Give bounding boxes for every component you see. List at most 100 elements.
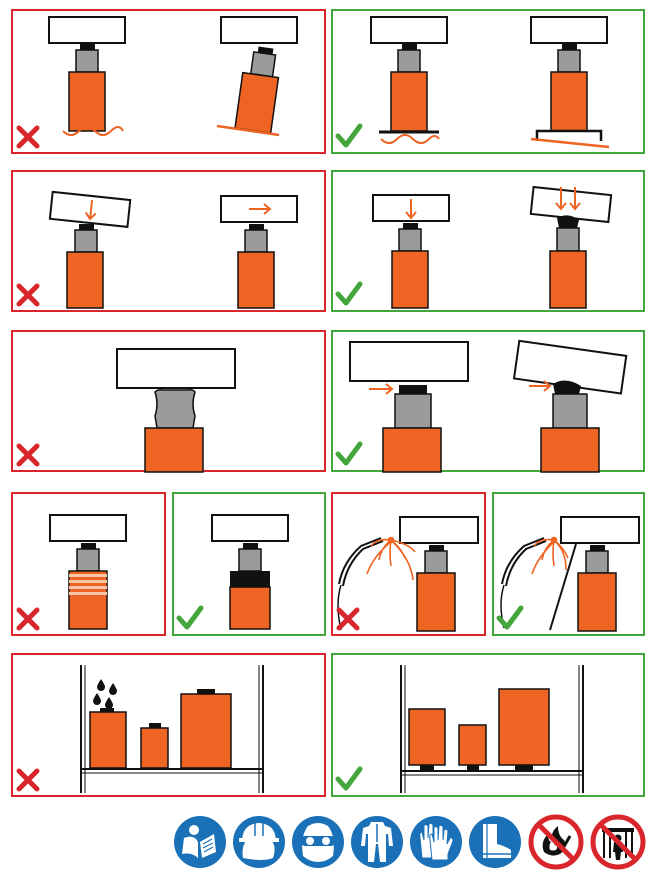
- load-block: [211, 514, 289, 542]
- wrong-cross-icon: [16, 768, 40, 792]
- stored-cylinder: [498, 688, 550, 766]
- force-arrow: [84, 199, 97, 221]
- panel-uneven-ground-right: [331, 9, 645, 154]
- load-block: [220, 16, 298, 44]
- cylinder-body: [416, 572, 456, 632]
- right-check-icon: [335, 123, 363, 148]
- overextension-stripes: [69, 574, 107, 595]
- cylinder-body: [66, 251, 104, 309]
- saddle: [429, 545, 444, 551]
- saddle: [403, 223, 418, 229]
- panel-welding-wrong: [331, 492, 486, 636]
- saddle: [79, 224, 94, 230]
- read-manual-icon: [174, 816, 226, 868]
- right-check-icon: [335, 766, 363, 791]
- cylinder-cap: [467, 765, 479, 771]
- tilt-saddle: [553, 380, 581, 394]
- right-check-icon: [176, 605, 204, 630]
- sloped-ground: [530, 137, 610, 149]
- cylinder-body: [234, 71, 280, 134]
- cylinder-body: [68, 570, 108, 630]
- saddle: [249, 224, 264, 230]
- no-fire-icon: [528, 814, 584, 870]
- panel-welding-right: [492, 492, 645, 636]
- plunger: [394, 393, 432, 429]
- panel-plunger-contact-right: [331, 330, 645, 473]
- saddle: [590, 545, 605, 551]
- cylinder-body: [549, 250, 587, 309]
- spark-icon: [531, 536, 569, 575]
- centering-arrow: [529, 380, 552, 392]
- wrong-cross-icon: [16, 125, 40, 149]
- plunger: [552, 393, 588, 429]
- plunger: [585, 550, 609, 574]
- panel-overextension-wrong: [11, 492, 166, 636]
- load-block: [530, 16, 608, 44]
- plunger: [398, 228, 422, 252]
- plunger: [424, 550, 448, 574]
- stop-ring: [230, 571, 270, 587]
- panel-overextension-right: [172, 492, 326, 636]
- spark-icon: [366, 536, 416, 581]
- force-arrow: [405, 199, 417, 220]
- sloped-ground: [216, 124, 280, 137]
- cylinder-cap: [149, 723, 161, 728]
- panel-storage-right: [331, 653, 645, 797]
- cylinder-body: [237, 251, 275, 309]
- panel-plunger-contact-wrong: [11, 330, 326, 473]
- side-force-arrow: [249, 203, 272, 215]
- stored-cylinder: [89, 711, 127, 769]
- safety-goggles-icon: [292, 816, 344, 868]
- plunger-deformed: [154, 389, 196, 429]
- right-check-icon: [335, 281, 363, 306]
- cylinder-body: [550, 71, 588, 132]
- safety-boots-icon: [469, 816, 521, 868]
- load-block: [116, 348, 236, 389]
- oil-drops-icon: [93, 679, 117, 709]
- cylinder-cap: [515, 765, 533, 771]
- hard-hat-icon: [233, 816, 285, 868]
- tilt-saddle: [557, 215, 579, 228]
- cylinder-body: [229, 586, 271, 630]
- cylinder-cap: [100, 708, 114, 712]
- plunger: [76, 548, 100, 572]
- stored-cylinder: [458, 724, 487, 766]
- stored-cylinder: [408, 708, 446, 766]
- uneven-ground: [62, 126, 124, 136]
- plunger: [397, 49, 421, 73]
- stored-cylinder: [140, 727, 169, 769]
- plunger: [244, 229, 268, 253]
- cylinder-cap: [197, 689, 215, 694]
- cylinder-cap: [420, 765, 434, 771]
- right-check-icon: [496, 605, 524, 630]
- load-block: [349, 341, 469, 382]
- cylinder-body: [144, 427, 204, 473]
- gloves-icon: [410, 816, 462, 868]
- plunger: [75, 49, 99, 73]
- load-block: [560, 516, 640, 544]
- panel-storage-wrong: [11, 653, 326, 797]
- stored-cylinder: [180, 693, 232, 769]
- protective-suit-icon: [351, 816, 403, 868]
- load-block: [399, 516, 479, 544]
- cylinder-body: [382, 427, 442, 473]
- saddle: [402, 44, 417, 50]
- welding-torch: [338, 537, 384, 587]
- panel-inclined-load-wrong: [11, 170, 326, 312]
- load-block: [370, 16, 448, 44]
- panel-uneven-ground-wrong: [11, 9, 326, 154]
- wrong-cross-icon: [336, 607, 360, 631]
- saddle: [243, 543, 258, 549]
- right-check-icon: [335, 441, 363, 466]
- no-person-under-load-icon: [590, 814, 646, 870]
- centering-arrow: [369, 383, 394, 395]
- plunger: [74, 229, 98, 253]
- protective-shield: [549, 543, 577, 631]
- wrong-cross-icon: [16, 283, 40, 307]
- saddle: [81, 543, 96, 549]
- cylinder-body: [391, 250, 429, 309]
- load-block: [48, 16, 126, 44]
- wrong-cross-icon: [16, 607, 40, 631]
- cylinder-body: [390, 71, 428, 132]
- plunger: [238, 548, 262, 572]
